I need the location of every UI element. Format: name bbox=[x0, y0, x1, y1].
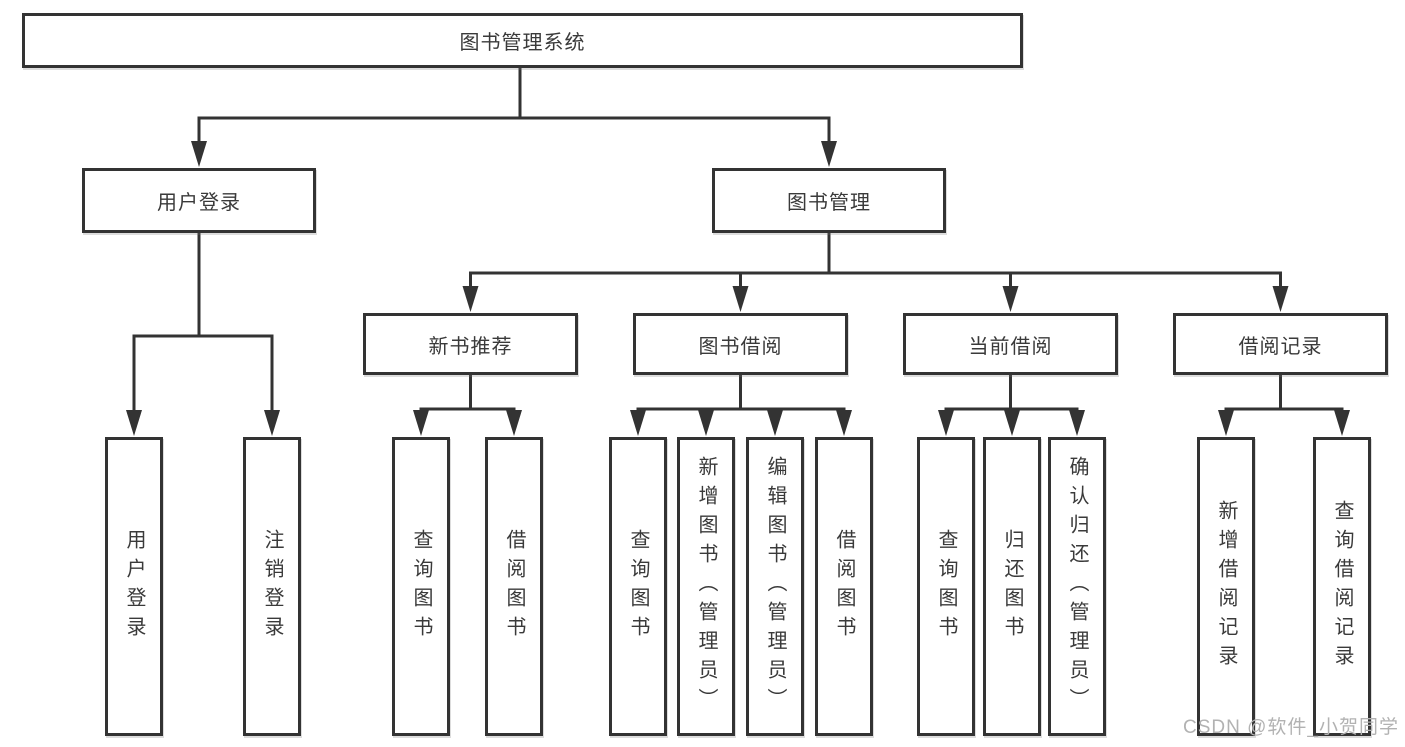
node-book-borrow-label: 图书借阅 bbox=[698, 335, 783, 358]
leaf-records-query-record: 查询借阅记录 bbox=[1313, 437, 1371, 736]
leaf-current-return-books: 归还图书 bbox=[983, 437, 1041, 736]
node-current-borrow: 当前借阅 bbox=[903, 313, 1118, 375]
leaf-borrow-edit-books-label: 编辑图书（管理员） bbox=[764, 456, 786, 717]
node-book-management-label: 图书管理 bbox=[787, 192, 871, 214]
node-book-management: 图书管理 bbox=[712, 168, 946, 233]
node-new-book-recommend: 新书推荐 bbox=[363, 313, 578, 375]
leaf-current-query-books: 查询图书 bbox=[917, 437, 975, 736]
node-current-borrow-label: 当前借阅 bbox=[968, 335, 1053, 358]
leaf-borrow-query-books: 查询图书 bbox=[609, 437, 667, 736]
node-book-borrow: 图书借阅 bbox=[633, 313, 848, 375]
node-borrow-records-label: 借阅记录 bbox=[1238, 335, 1323, 358]
leaf-current-confirm-return-label: 确认归还（管理员） bbox=[1066, 456, 1088, 717]
node-user-login-label: 用户登录 bbox=[157, 192, 241, 214]
csdn-watermark: CSDN @软件_小贺同学 bbox=[1183, 717, 1399, 738]
node-user-login: 用户登录 bbox=[82, 168, 316, 233]
leaf-logout: 注销登录 bbox=[243, 437, 301, 736]
leaf-records-add-record-label: 新增借阅记录 bbox=[1215, 499, 1237, 674]
leaf-recommend-query-books-label: 查询图书 bbox=[410, 528, 432, 645]
leaf-borrow-add-books-label: 新增图书（管理员） bbox=[695, 456, 717, 717]
leaf-logout-label: 注销登录 bbox=[261, 528, 283, 645]
leaf-current-query-books-label: 查询图书 bbox=[935, 528, 957, 645]
leaf-borrow-query-books-label: 查询图书 bbox=[627, 528, 649, 645]
node-root-label: 图书管理系统 bbox=[459, 32, 586, 54]
leaf-recommend-query-books: 查询图书 bbox=[392, 437, 450, 736]
node-root: 图书管理系统 bbox=[22, 13, 1023, 68]
leaf-borrow-borrow-books-label: 借阅图书 bbox=[833, 528, 855, 645]
leaf-user-login: 用户登录 bbox=[105, 437, 163, 736]
leaf-current-confirm-return: 确认归还（管理员） bbox=[1048, 437, 1106, 736]
leaf-records-add-record: 新增借阅记录 bbox=[1197, 437, 1255, 736]
leaf-recommend-borrow-books: 借阅图书 bbox=[485, 437, 543, 736]
leaf-current-return-books-label: 归还图书 bbox=[1001, 528, 1023, 645]
leaf-user-login-label: 用户登录 bbox=[123, 528, 145, 645]
node-new-book-recommend-label: 新书推荐 bbox=[428, 335, 513, 358]
node-borrow-records: 借阅记录 bbox=[1173, 313, 1388, 375]
leaf-records-query-record-label: 查询借阅记录 bbox=[1331, 499, 1353, 674]
leaf-recommend-borrow-books-label: 借阅图书 bbox=[503, 528, 525, 645]
leaf-borrow-borrow-books: 借阅图书 bbox=[815, 437, 873, 736]
leaf-borrow-edit-books: 编辑图书（管理员） bbox=[746, 437, 804, 736]
leaf-borrow-add-books: 新增图书（管理员） bbox=[677, 437, 735, 736]
